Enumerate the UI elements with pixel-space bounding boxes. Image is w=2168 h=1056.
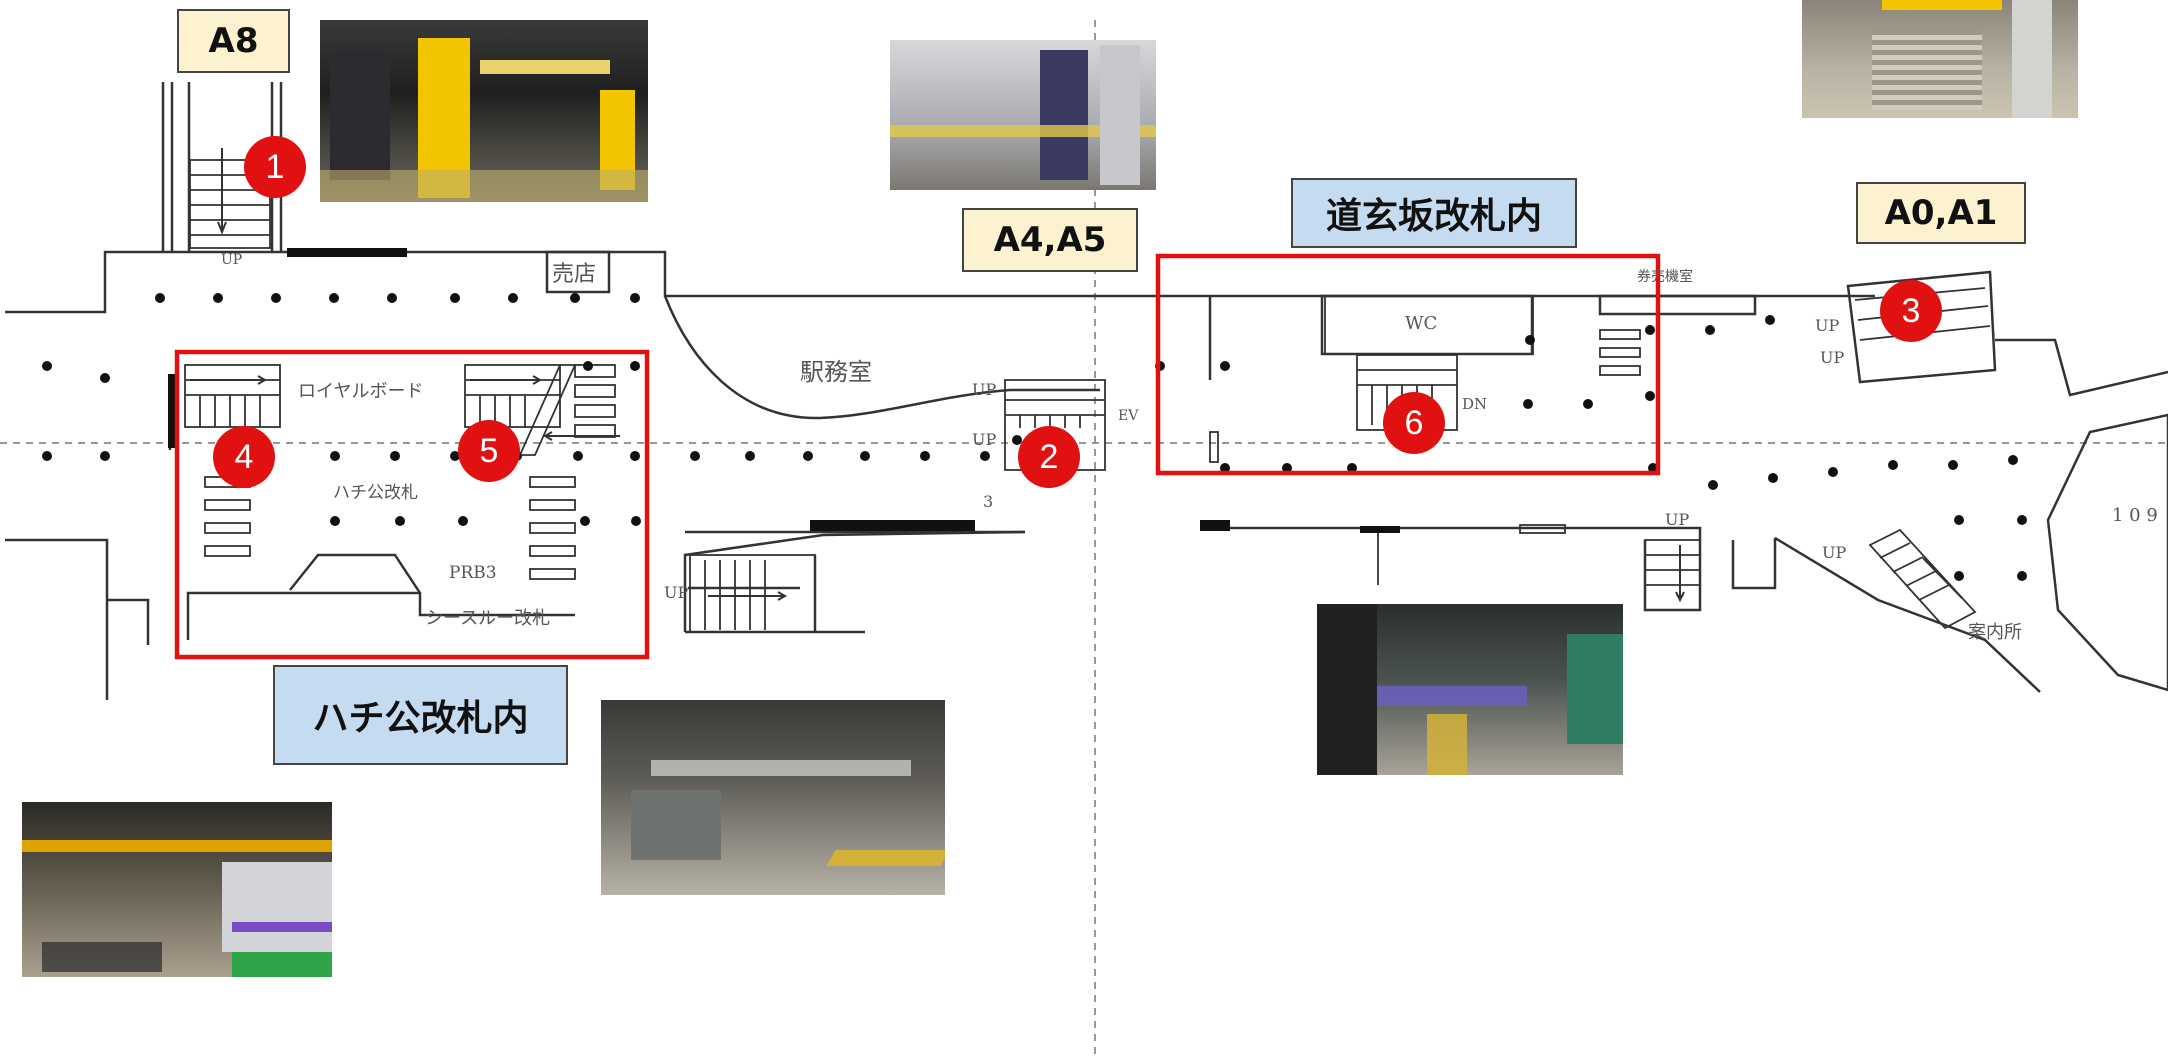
royal-board-label: ロイヤルボード: [298, 381, 424, 402]
ticket-office-label: 券売機室: [1637, 269, 1693, 285]
marker-6: 6: [1383, 392, 1445, 454]
seethrough-gate-label: シースルー改札: [425, 608, 551, 629]
dogenzaka-gate-inside-label: 道玄坂改札内: [1291, 178, 1577, 248]
up-label-a0a1b: UP: [1820, 348, 1845, 367]
escalator-arrows: [190, 148, 1963, 603]
up-label-a0a1: UP: [1815, 316, 1840, 335]
highlight-boxes: [174, 253, 1661, 660]
up-label-a8: UP: [221, 252, 243, 268]
photo-a4-a5: [890, 40, 1156, 190]
exit-a0-a1-label: A0,A1: [1856, 182, 2026, 244]
photo-a8-entrance: [320, 20, 648, 202]
marker-5: 5: [458, 420, 520, 482]
up-label-lower-left: UP: [664, 583, 689, 602]
wc-label: WC: [1405, 313, 1438, 334]
marker-1: 1: [244, 136, 306, 198]
prb3-label: PRB3: [449, 563, 497, 583]
up-label-escalator-2: UP: [972, 380, 997, 399]
kiosk-label: 売店: [552, 262, 597, 287]
platform-3-label: 3: [983, 492, 994, 511]
info-center-label: 案内所: [1968, 622, 2022, 643]
ev-label: EV: [1118, 408, 1139, 424]
photo-hachiko-platform: [22, 802, 332, 977]
guide-lines: [0, 20, 2168, 1056]
exit-a8-label: A8: [177, 9, 290, 73]
up-label-info: UP: [1822, 543, 1847, 562]
photo-dogenzaka-corridor: [1317, 604, 1623, 775]
marker-4: 4: [213, 426, 275, 488]
marker-3: 3: [1880, 280, 1942, 342]
pillars: [42, 293, 2027, 581]
exit-a4-a5-label: A4,A5: [962, 208, 1138, 272]
photo-escalator-hall: [601, 700, 945, 895]
station-office-label: 駅務室: [800, 358, 872, 386]
store-109-label: 1 0 9: [2112, 505, 2158, 526]
up-label-lower-right: UP: [1665, 510, 1690, 529]
hachiko-gate-map-label: ハチ公改札: [333, 483, 418, 503]
hachiko-gate-inside-label: ハチ公改札内: [273, 665, 568, 765]
thick-bars: [168, 248, 1400, 533]
marker-2: 2: [1018, 426, 1080, 488]
photo-a0-a1: [1802, 0, 2078, 118]
dn-label: DN: [1462, 395, 1488, 413]
up-label-escalator-2b: UP: [972, 430, 997, 449]
